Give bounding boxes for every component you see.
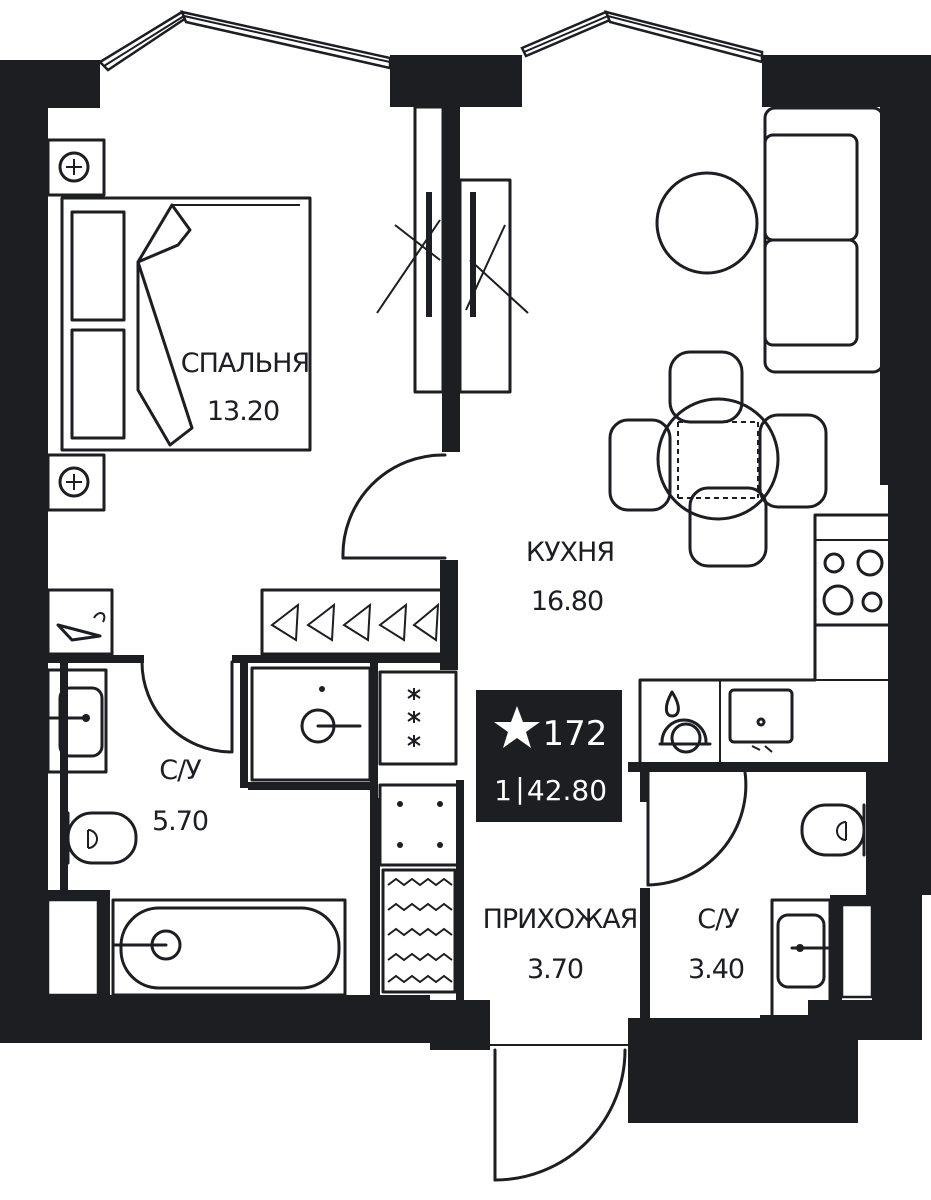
bed-icon	[60, 196, 312, 452]
wardrobe-icon	[260, 588, 444, 656]
toilet-icon	[800, 803, 866, 857]
badge-separator: |	[515, 772, 524, 805]
sink-icon	[728, 688, 794, 753]
radiator-icon	[378, 670, 458, 766]
room-label-bedroom: СПАЛЬНЯ 13.20	[181, 348, 311, 427]
shoe-rack-icon	[381, 868, 457, 994]
apartment-number: 172	[543, 714, 608, 754]
toilet-icon	[66, 811, 138, 865]
apartment-badge: 172 1 | 42.80	[476, 690, 622, 822]
cabinet-icon	[378, 783, 460, 867]
room-name: КУХНЯ	[526, 537, 614, 568]
sink-icon	[46, 668, 108, 774]
kitchen-counter	[638, 623, 888, 767]
sofa-icon	[763, 106, 885, 374]
washing-machine-icon	[682, 1026, 764, 1100]
sink-icon	[250, 666, 372, 782]
hanger-icon	[46, 588, 114, 656]
bathtub-icon	[111, 898, 347, 997]
walls	[0, 55, 931, 1123]
room-area: 13.20	[207, 396, 279, 427]
room-label-bathroom-small: С/У 3.40	[688, 904, 745, 985]
sink-icon	[770, 898, 832, 1020]
doors	[140, 453, 748, 1182]
room-label-kitchen: КУХНЯ 16.80	[526, 537, 615, 617]
room-name: ПРИХОЖАЯ	[483, 904, 638, 935]
room-area: 3.70	[527, 954, 583, 985]
room-count: 1	[494, 774, 512, 807]
room-name: СПАЛЬНЯ	[181, 348, 310, 379]
total-area: 42.80	[527, 774, 607, 807]
room-label-hallway: ПРИХОЖАЯ 3.70	[483, 904, 639, 985]
socket-icon	[46, 138, 106, 197]
room-area: 5.70	[152, 806, 208, 837]
round-table-icon	[655, 171, 759, 275]
socket-icon	[46, 453, 106, 512]
stove-icon	[813, 513, 892, 627]
room-area: 3.40	[688, 954, 744, 985]
wardrobe-icon	[376, 105, 529, 394]
room-area: 16.80	[531, 586, 603, 617]
room-name: С/У	[697, 904, 739, 935]
room-label-bathroom-main: С/У 5.70	[152, 755, 209, 837]
windows	[46, 10, 874, 999]
room-name: С/У	[159, 755, 201, 786]
dishwasher-icon	[658, 690, 712, 754]
dining-table-icon	[608, 350, 828, 568]
star-icon	[494, 706, 540, 748]
